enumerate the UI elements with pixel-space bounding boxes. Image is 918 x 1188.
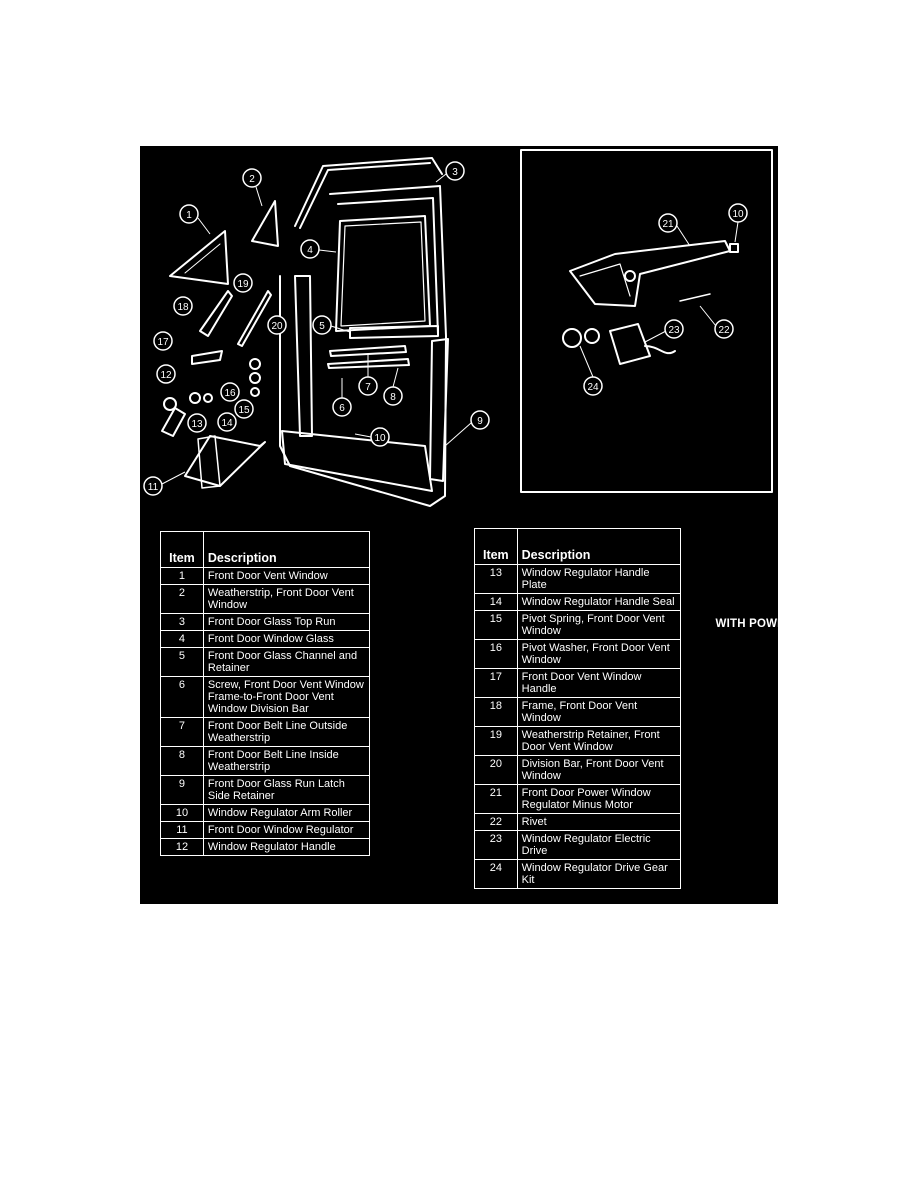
svg-text:4: 4	[307, 245, 313, 256]
svg-text:17: 17	[157, 337, 169, 348]
callout-10-inset: 10	[728, 203, 748, 223]
callout-17: 17	[153, 331, 173, 351]
item-header: Item	[160, 531, 204, 568]
callout-20: 20	[267, 315, 287, 335]
svg-text:8: 8	[390, 392, 396, 403]
vent-window-part	[169, 230, 229, 285]
regulator-part	[184, 435, 266, 487]
callout-14: 14	[217, 412, 237, 432]
callout-24: 24	[583, 376, 603, 396]
callout-23: 23	[664, 319, 684, 339]
callout-4: 4	[300, 239, 320, 259]
svg-text:15: 15	[238, 405, 250, 416]
svg-text:13: 13	[191, 419, 203, 430]
callout-19: 19	[233, 273, 253, 293]
svg-text:18: 18	[177, 302, 189, 313]
callout-12: 12	[156, 364, 176, 384]
svg-text:19: 19	[237, 279, 249, 290]
item-header: Item	[474, 528, 518, 565]
svg-text:7: 7	[365, 382, 371, 393]
callout-3: 3	[445, 161, 465, 181]
svg-text:21: 21	[662, 219, 674, 230]
callout-16: 16	[220, 382, 240, 402]
callout-2: 2	[242, 168, 262, 188]
callout-9: 9	[470, 410, 490, 430]
svg-text:11: 11	[148, 482, 159, 493]
svg-text:14: 14	[221, 418, 233, 429]
svg-text:22: 22	[718, 325, 730, 336]
callout-15: 15	[234, 399, 254, 419]
door-frame-part	[279, 185, 447, 507]
callout-1: 1	[179, 204, 199, 224]
callout-10: 10	[370, 427, 390, 447]
svg-text:23: 23	[668, 325, 680, 336]
callout-8: 8	[383, 386, 403, 406]
svg-text:20: 20	[271, 321, 283, 332]
svg-text:24: 24	[587, 382, 599, 393]
power-window-inset-frame	[520, 149, 773, 493]
svg-text:3: 3	[452, 167, 458, 178]
svg-text:5: 5	[319, 321, 325, 332]
description-header: Description	[516, 528, 682, 565]
svg-text:10: 10	[374, 433, 386, 444]
callout-6: 6	[332, 397, 352, 417]
callout-5: 5	[312, 315, 332, 335]
power-regulator-part	[569, 240, 731, 307]
power-windows-caption: WITH POWER WINDOWS	[715, 618, 857, 630]
callout-18: 18	[173, 296, 193, 316]
callout-13: 13	[187, 413, 207, 433]
svg-text:16: 16	[224, 388, 236, 399]
svg-text:10: 10	[732, 209, 744, 220]
svg-text:12: 12	[160, 370, 172, 381]
svg-text:1: 1	[186, 210, 192, 221]
description-header: Description	[202, 531, 371, 568]
svg-text:2: 2	[249, 174, 255, 185]
window-glass-part	[335, 215, 431, 332]
top-run-part	[294, 157, 443, 227]
weatherstrip-part	[251, 200, 279, 247]
svg-text:6: 6	[339, 403, 345, 414]
callout-22: 22	[714, 319, 734, 339]
division-bar-part	[294, 275, 313, 437]
svg-text:9: 9	[477, 416, 483, 427]
callout-11: 11	[143, 476, 163, 496]
door-parts-illustration: 1 2 3 4 5 6 7 8 9 10 11 12 13 14 15 16 1…	[143, 149, 773, 507]
callout-21: 21	[658, 213, 678, 233]
callout-7: 7	[358, 376, 378, 396]
electric-drive-part	[609, 323, 651, 365]
